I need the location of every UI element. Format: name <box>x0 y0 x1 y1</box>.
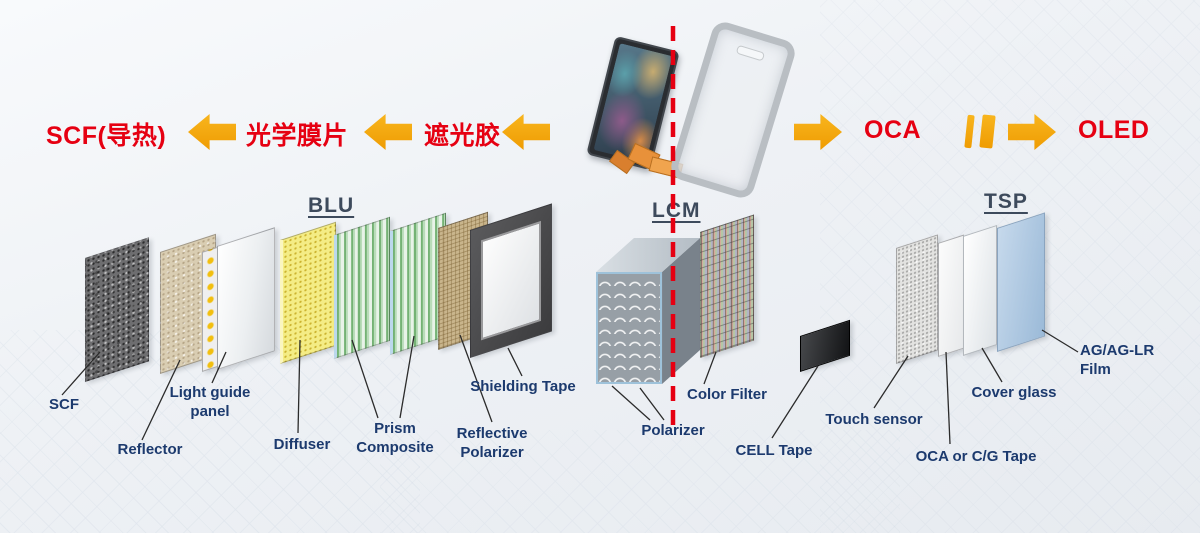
section-header-tsp: TSP <box>984 190 1028 213</box>
cover-glass-image <box>667 19 799 201</box>
color-filter-layer <box>700 214 754 358</box>
arrow-left-icon <box>364 114 412 150</box>
lcm-cell-box <box>596 238 700 384</box>
section-header-blu: BLU <box>308 194 355 217</box>
separator-bar-icon <box>964 114 975 149</box>
label-reflective-polarizer: Reflective Polarizer <box>456 425 528 461</box>
label-prism-composite: Prism Composite <box>356 420 434 456</box>
label-polarizer: Polarizer <box>641 422 705 439</box>
light-guide-panel-layer <box>217 227 275 370</box>
flow-label-shading-adhesive: 遮光胶 <box>424 122 501 150</box>
label-cell-tape: CELL Tape <box>735 442 813 459</box>
shielding-tape-window <box>481 220 541 341</box>
polarizer-layer <box>596 272 662 384</box>
arrow-right-icon <box>794 114 842 150</box>
label-oca-or-cg-tape: OCA or C/G Tape <box>915 448 1037 465</box>
flow-label-oled: OLED <box>1078 116 1150 144</box>
flow-label-optical-film: 光学膜片 <box>246 122 349 150</box>
label-shielding-tape: Shielding Tape <box>470 378 576 395</box>
scf-layer <box>85 237 149 382</box>
connector-touch-sensor <box>873 355 909 409</box>
oca-tape-layer <box>938 234 964 357</box>
label-ag-aglr-film: AG/AG-LR Film <box>1080 342 1155 378</box>
connector-oca-tape <box>945 351 951 445</box>
connector-polarizer-2 <box>639 387 665 421</box>
arrow-left-icon <box>502 114 550 150</box>
arrow-left-icon <box>188 114 236 150</box>
prism-composite-layer-1 <box>334 216 390 359</box>
flow-label-oca: OCA <box>864 116 922 144</box>
connector-shielding-tape <box>507 347 523 377</box>
shielding-tape-layer <box>470 203 552 358</box>
diffuser-layer <box>280 221 336 364</box>
label-cover-glass: Cover glass <box>971 384 1057 401</box>
label-color-filter: Color Filter <box>686 386 767 403</box>
section-header-lcm: LCM <box>652 199 701 222</box>
label-diffuser: Diffuser <box>273 436 331 453</box>
connector-polarizer-1 <box>611 385 651 421</box>
flow-label-scf-thermal: SCF(导热) <box>46 122 167 150</box>
label-reflector: Reflector <box>117 441 183 458</box>
arrow-right-icon <box>1008 114 1056 150</box>
connector-color-filter <box>703 351 717 385</box>
label-light-guide-panel: Light guide panel <box>169 384 251 420</box>
label-touch-sensor: Touch sensor <box>825 411 923 428</box>
touch-sensor-layer <box>896 234 938 364</box>
separator-bar-icon <box>979 114 996 149</box>
cover-glass-layer <box>963 224 997 356</box>
connector-cover-glass <box>981 347 1003 383</box>
ag-film-layer <box>997 212 1045 352</box>
cell-tape-layer <box>800 319 850 372</box>
connector-ag-film <box>1041 329 1079 353</box>
label-scf: SCF <box>49 396 79 413</box>
speaker-slot-icon <box>735 44 766 62</box>
